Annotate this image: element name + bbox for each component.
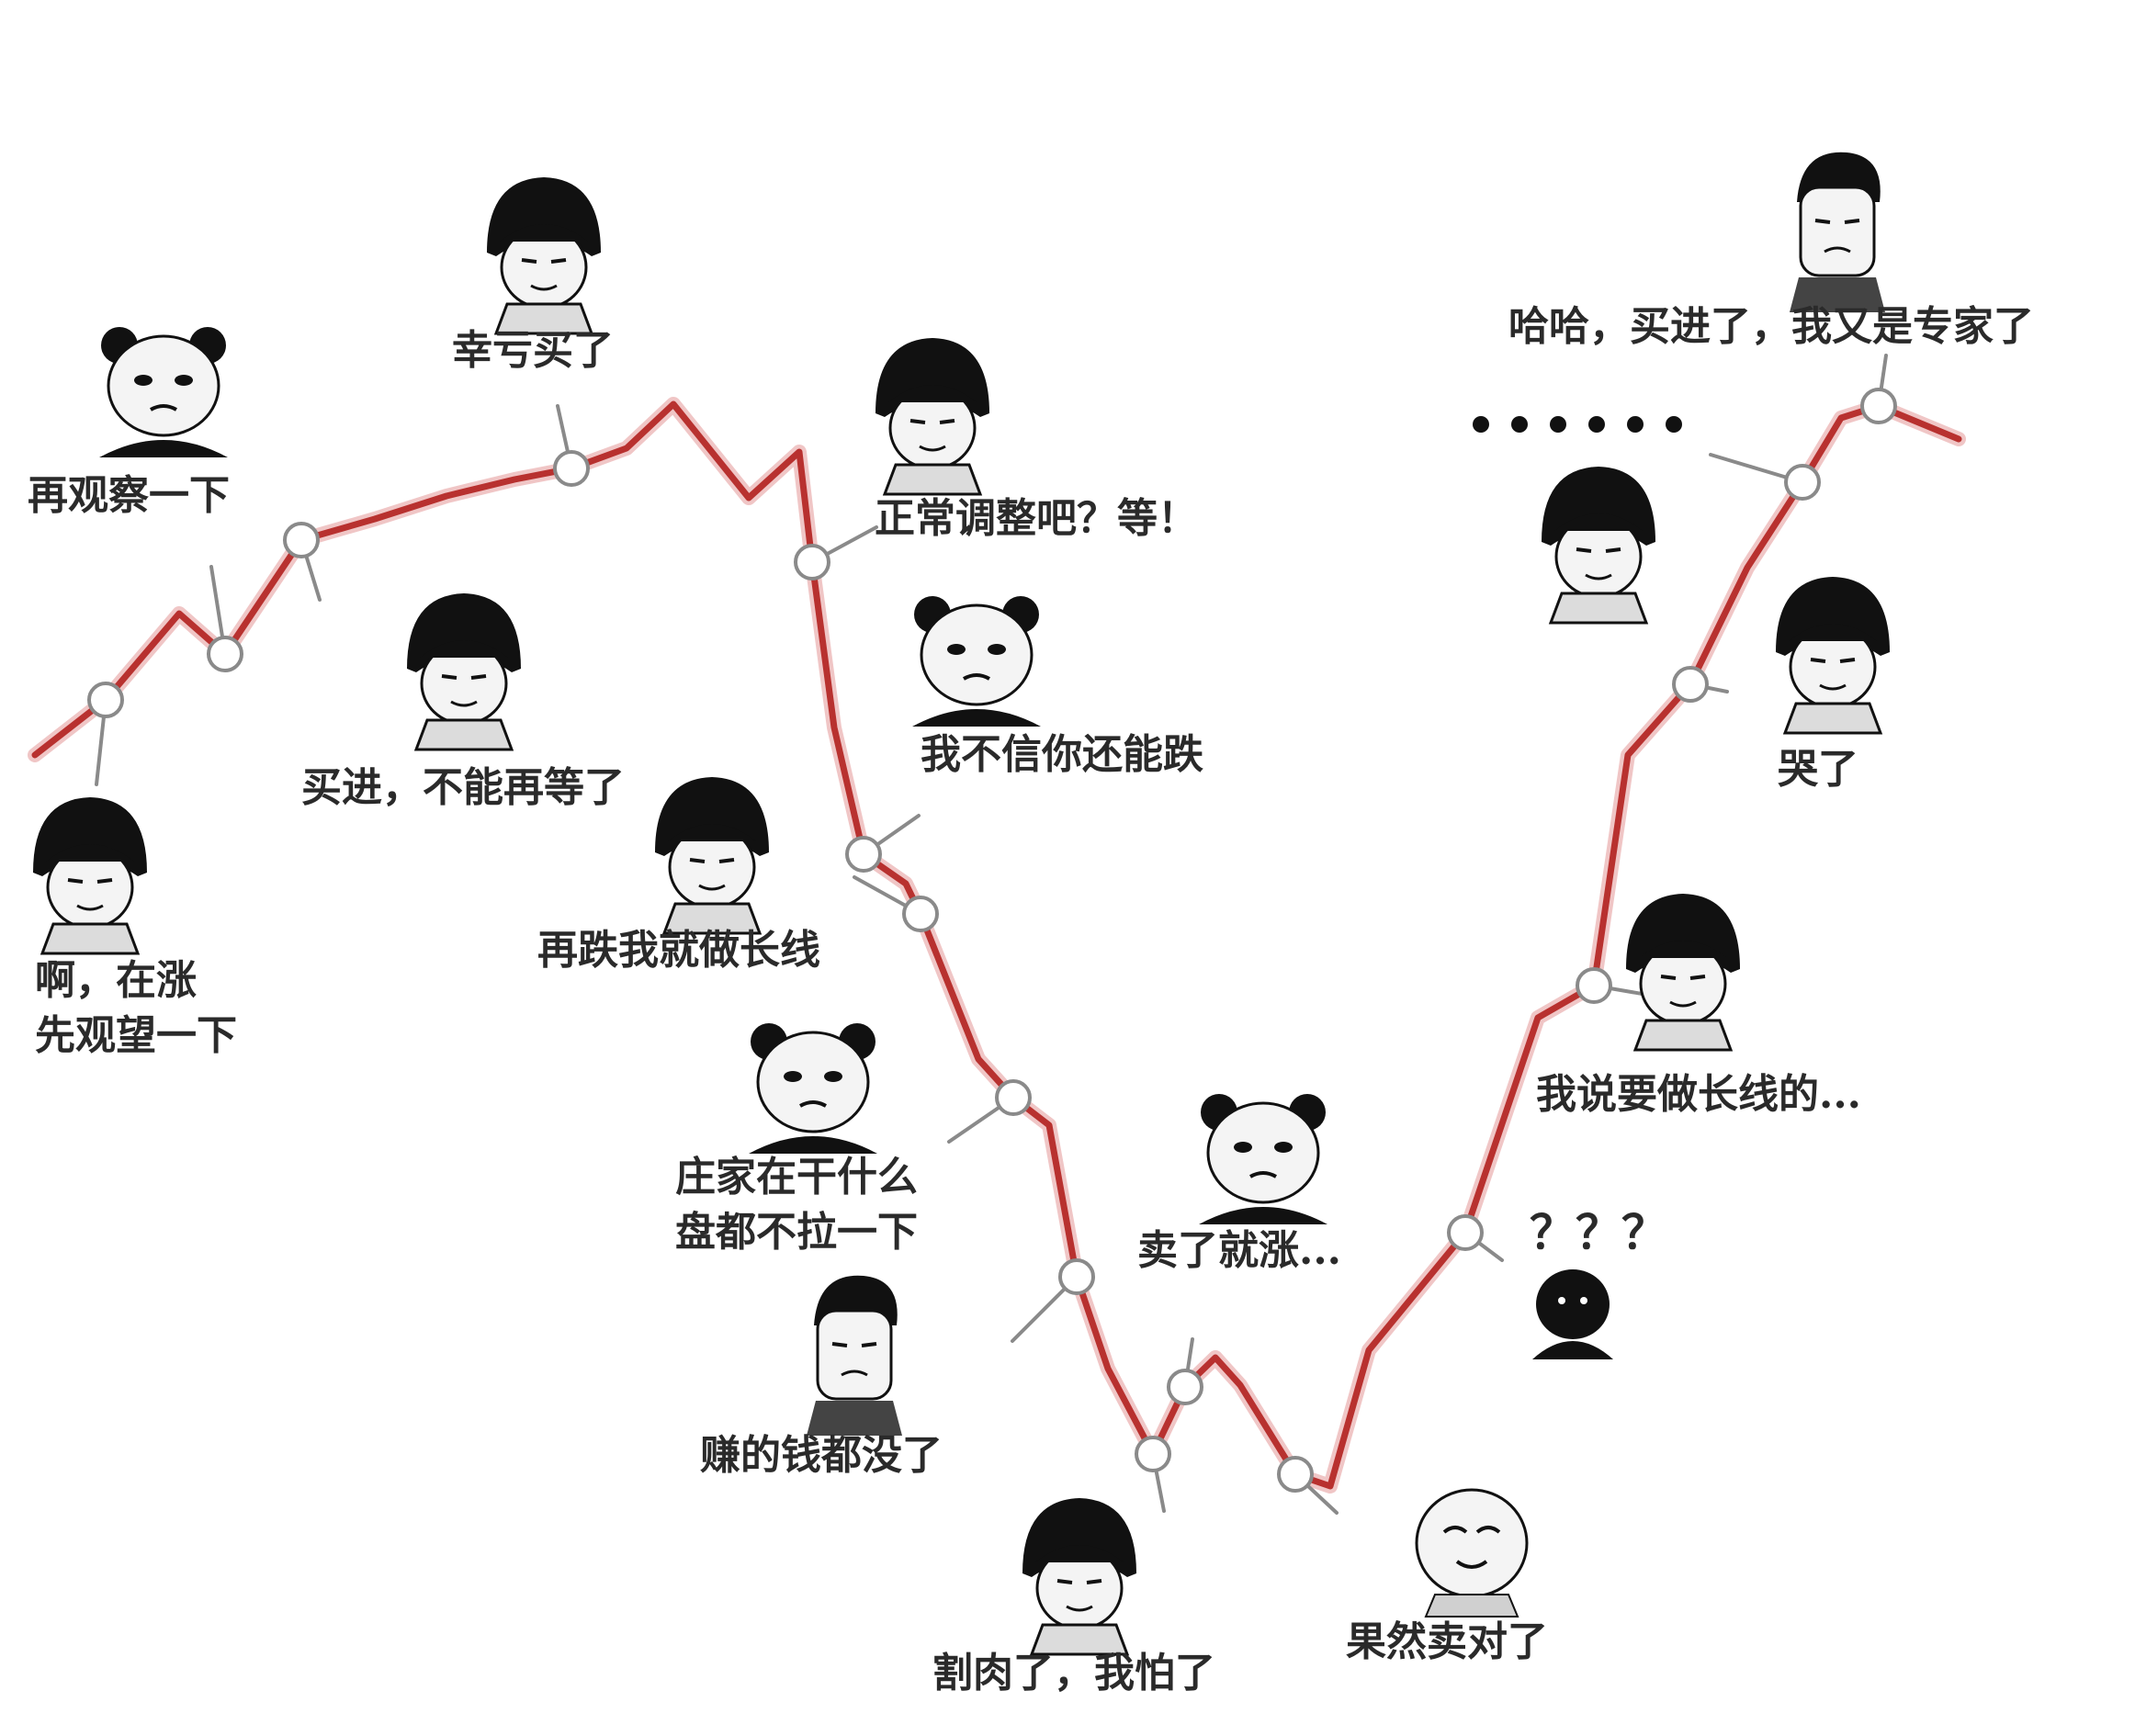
curve-node-1 xyxy=(87,682,124,718)
mushroom-head-weeping-icon xyxy=(1776,577,1890,735)
man-wine-glass-icon xyxy=(1790,152,1885,312)
mushroom-head-standing-icon xyxy=(1626,894,1740,1052)
ellipsis-dots-icon xyxy=(1473,416,1682,433)
caption-market-maker-line2: 盘都不拉一下 xyxy=(675,1209,918,1256)
caption-cant-fall-more: 我不信你还能跌 xyxy=(921,731,1203,778)
curve-node-3 xyxy=(283,522,320,558)
shadow-figure-icon xyxy=(1532,1269,1613,1359)
caption-cut-loss: 割肉了，我怕了 xyxy=(932,1650,1215,1697)
curve-node-9 xyxy=(1058,1258,1095,1295)
panda-stare-icon xyxy=(912,596,1041,727)
curve-node-11 xyxy=(1167,1369,1203,1405)
mushroom-head-smirk-icon xyxy=(655,777,769,935)
caption-rising-watch-line1: 啊，在涨 xyxy=(35,957,197,1004)
caption-market-maker-line1: 庄家在干什么 xyxy=(675,1154,918,1201)
stock-price-curve xyxy=(31,400,1962,1490)
round-head-smug-icon xyxy=(1415,1488,1529,1618)
curve-node-10 xyxy=(1135,1436,1171,1472)
caption-buy-now: 买进，不能再等了 xyxy=(301,764,625,811)
curve-node-8 xyxy=(995,1079,1032,1116)
curve-node-4 xyxy=(553,450,590,487)
caption-sold-right: 果然卖对了 xyxy=(1346,1618,1548,1665)
caption-glad-bought: 幸亏买了 xyxy=(452,327,614,374)
caption-observe-again: 再观察一下 xyxy=(28,472,230,519)
curve-node-13 xyxy=(1447,1214,1484,1251)
mushroom-head-toast-icon xyxy=(407,593,521,751)
caption-normal-adjustment: 正常调整吧？等！ xyxy=(875,495,1198,542)
curve-node-7 xyxy=(902,896,939,932)
caption-cried: 哭了 xyxy=(1778,746,1858,793)
caption-expert-again: 哈哈，买进了，我又是专家了 xyxy=(1508,303,2034,350)
panda-headband-waving-icon xyxy=(99,327,228,457)
curve-node-6 xyxy=(845,836,882,873)
mushroom-head-thumbsup-icon xyxy=(875,338,989,496)
caption-profit-gone: 赚的钱都没了 xyxy=(700,1432,943,1479)
caption-go-long-term: 再跌我就做长线 xyxy=(537,927,820,974)
caption-sold-then-rise: 卖了就涨... xyxy=(1137,1227,1341,1274)
curve-node-5 xyxy=(794,544,830,581)
caption-rising-watch: 啊，在涨 先观望一下 xyxy=(35,953,237,1064)
curve-node-14 xyxy=(1576,967,1612,1004)
mushroom-head-crying-icon xyxy=(1022,1498,1136,1656)
man-crying-icon xyxy=(807,1275,902,1436)
curve-node-17 xyxy=(1860,388,1897,424)
curve-node-16 xyxy=(1784,464,1821,501)
mushroom-head-face-icon xyxy=(33,797,147,955)
curve-node-15 xyxy=(1672,666,1709,703)
caption-rising-watch-line2: 先观望一下 xyxy=(35,1012,237,1059)
panda-knife-icon xyxy=(1199,1094,1327,1224)
panda-pointing-icon xyxy=(749,1023,877,1154)
curve-node-12 xyxy=(1277,1456,1314,1493)
caption-should-hold-long: 我说要做长线的... xyxy=(1536,1071,1861,1118)
curve-node-2 xyxy=(207,636,243,672)
mushroom-head-cheek-icon xyxy=(487,177,601,335)
mushroom-head-wiping-tears-icon xyxy=(1542,467,1655,625)
caption-question-marks: ？？？ xyxy=(1530,1205,1667,1259)
caption-market-maker: 庄家在干什么 盘都不拉一下 xyxy=(675,1150,918,1260)
